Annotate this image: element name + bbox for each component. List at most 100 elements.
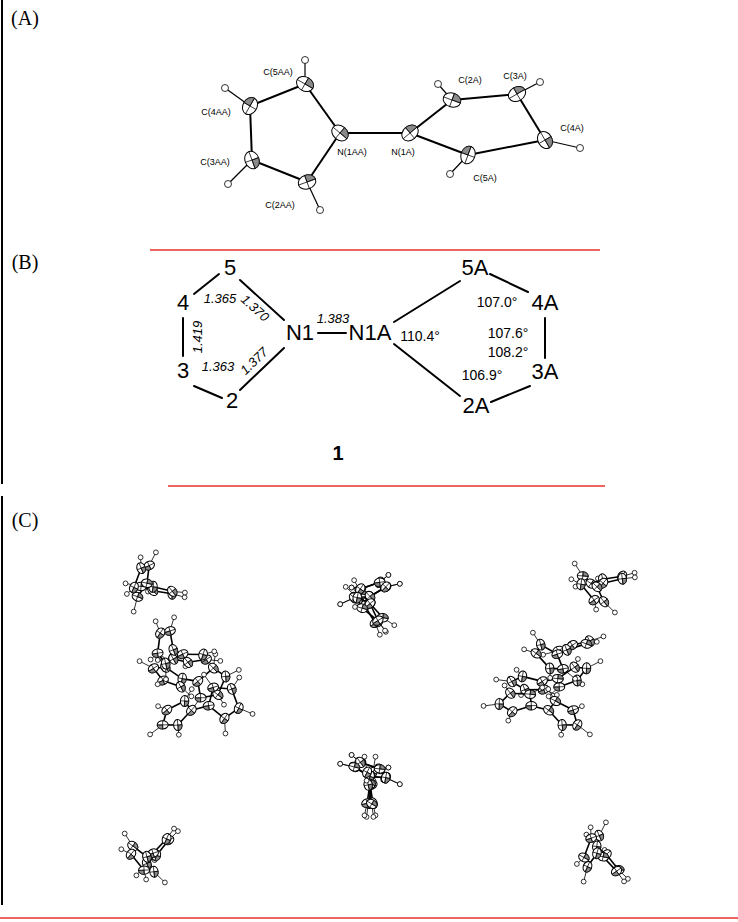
ellipsoid-axis	[577, 584, 585, 585]
ellipsoid-outline	[174, 680, 187, 694]
ellipsoid-outline	[233, 701, 245, 715]
ellipsoid-outline	[399, 122, 422, 144]
ellipsoid-octant	[340, 128, 351, 139]
hydrogen-atom	[580, 704, 585, 709]
ellipsoid-axis	[128, 843, 137, 849]
ellipsoid-outline	[506, 83, 529, 104]
ellipsoid-axis	[333, 127, 347, 139]
packed-molecule	[119, 826, 180, 885]
atom-ellipsoid	[195, 694, 206, 703]
hydrogen-atom	[212, 649, 217, 654]
atom-ellipsoid	[361, 765, 373, 779]
ellipsoid-outline	[597, 595, 610, 609]
hydrogen-atom	[574, 862, 579, 867]
atom-ellipsoid	[242, 149, 261, 171]
ellipsoid-outline	[138, 866, 149, 875]
ellipsoid-outline	[552, 674, 564, 684]
ellipsoid-axis	[170, 657, 177, 661]
ellipsoid-axis	[163, 706, 171, 713]
panel-label: (C)	[12, 510, 39, 530]
ellipsoid-octant	[526, 706, 532, 710]
bond-line	[252, 160, 307, 182]
atom-ellipsoid	[141, 578, 154, 589]
atom-ellipsoid	[549, 695, 563, 708]
atom-label: C(4AA)	[201, 108, 231, 117]
ellipsoid-axis	[164, 707, 169, 713]
hydrogen-atom	[338, 761, 343, 766]
atom-label: C(3AA)	[200, 158, 230, 167]
atom-label: N(1A)	[391, 148, 415, 157]
ellipsoid-axis	[450, 93, 455, 106]
atom-number: 2A	[463, 395, 490, 417]
atom-number: 3A	[532, 361, 559, 383]
hydrogen-atom	[397, 782, 402, 787]
atom-ellipsoid	[534, 129, 555, 152]
ellipsoid-octant	[382, 587, 389, 594]
bond-line	[340, 132, 410, 134]
ellipsoid-axis	[582, 668, 590, 669]
ellipsoid-axis	[546, 667, 554, 669]
atom-ellipsoid	[495, 698, 504, 709]
ellipsoid-axis	[188, 706, 195, 714]
atom-ellipsoid	[149, 866, 159, 878]
ellipsoid-axis	[130, 586, 138, 590]
ellipsoid-axis	[157, 628, 163, 637]
ellipsoid-octant	[157, 725, 163, 729]
atom-number: 4	[177, 292, 189, 314]
atom-ellipsoid	[374, 764, 386, 774]
ellipsoid-outline	[577, 851, 591, 864]
atom-label: C(5A)	[473, 174, 497, 183]
ellipsoid-outline	[587, 594, 601, 607]
panel-label: (B)	[12, 252, 39, 272]
ellipsoid-outline	[524, 690, 536, 700]
ellipsoid-axis	[618, 578, 626, 579]
ellipsoid-axis	[509, 708, 516, 716]
bond-line	[394, 281, 460, 322]
atom-ellipsoid	[141, 850, 152, 863]
compound-number: 1	[332, 443, 343, 463]
hydrogen-atom	[189, 687, 194, 692]
ellipsoid-axis	[128, 852, 134, 857]
hydrogen-atom	[237, 675, 242, 680]
ellipsoid-axis	[150, 871, 158, 872]
atom-ellipsoid	[554, 682, 565, 691]
atom-number: 5A	[462, 257, 489, 279]
ellipsoid-outline	[557, 664, 569, 674]
bond-angle: 107.6°	[488, 326, 529, 340]
hydrogen-atom	[397, 782, 402, 787]
ellipsoid-axis	[370, 800, 374, 807]
hydrogen-atom	[122, 831, 127, 836]
bond-line	[410, 133, 468, 155]
hydrogen-atom	[349, 753, 354, 758]
bond-length: 1.363	[202, 360, 235, 373]
atom-ellipsoid	[585, 832, 598, 844]
ellipsoid-axis	[507, 689, 514, 698]
ellipsoid-axis	[582, 854, 586, 861]
hydrogen-atom	[362, 754, 367, 759]
hydrogen-atom	[612, 610, 617, 615]
hydrogen-atom	[364, 778, 369, 783]
atom-ellipsoid	[138, 866, 149, 875]
ellipsoid-outline	[529, 647, 543, 660]
ellipsoid-outline	[163, 625, 176, 636]
atom-ellipsoid	[233, 701, 245, 715]
crystal-packing	[119, 550, 637, 885]
atom-ellipsoid	[363, 597, 377, 610]
atom-ellipsoid	[363, 779, 374, 792]
hydrogen-atom	[236, 668, 241, 673]
ellipsoid-axis	[574, 720, 580, 729]
ellipsoid-axis	[169, 627, 171, 635]
hydrogen-atom	[182, 595, 187, 600]
hydrogen-atom	[153, 619, 158, 624]
packed-molecule	[494, 657, 603, 699]
packed-molecule	[148, 615, 223, 682]
ellipsoid-axis	[210, 665, 216, 671]
margin-bar	[1, 0, 3, 484]
ellipsoid-outline	[534, 129, 555, 152]
ellipsoid-outline	[585, 832, 598, 844]
ellipsoid-axis	[584, 865, 592, 868]
ellipsoid-outline	[207, 682, 220, 693]
hydrogen-atom	[514, 667, 519, 672]
ellipsoid-outline	[218, 712, 231, 726]
